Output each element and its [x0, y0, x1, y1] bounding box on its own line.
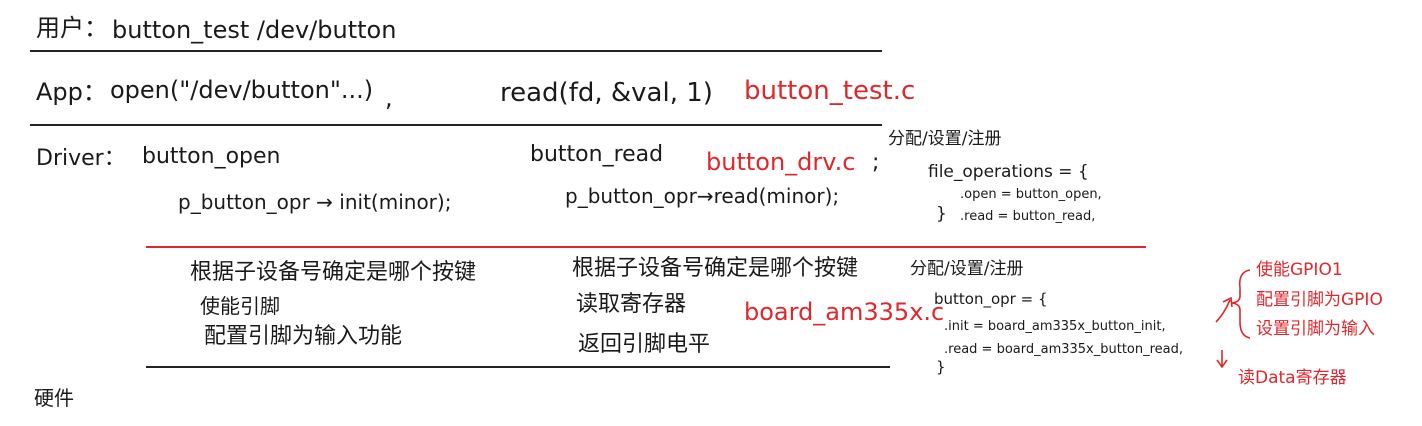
driver-semicolon: ;	[872, 150, 880, 175]
board-init-desc-2: 使能引脚	[200, 294, 280, 318]
board-source-file: board_am335x.c	[744, 298, 945, 326]
init-arrow-head	[1222, 296, 1233, 308]
init-note-3: 设置引脚为输入	[1256, 319, 1375, 339]
board-read-desc-2: 读取寄存器	[576, 292, 687, 317]
board-read-desc-1: 根据子设备号确定是哪个按键	[572, 256, 859, 281]
driver-read-body: p_button_opr→read(minor);	[565, 184, 840, 208]
init-arrow	[1215, 299, 1231, 323]
driver-open-func: button_open	[142, 144, 281, 169]
board-register-title: 分配/设置/注册	[910, 259, 1024, 279]
user-command: button_test /dev/button	[112, 16, 397, 44]
app-label: App：	[36, 78, 107, 106]
fops-close-brace: }	[936, 204, 947, 224]
button-opr-declaration: button_opr = {	[934, 290, 1048, 308]
init-notes-brace	[1231, 269, 1251, 339]
divider-board-hardware	[146, 366, 890, 368]
driver-register-title: 分配/设置/注册	[888, 129, 1002, 149]
init-note-1: 使能GPIO1	[1256, 260, 1343, 280]
hardware-label: 硬件	[34, 386, 74, 410]
board-init-desc-3: 配置引脚为输入功能	[204, 324, 403, 349]
fops-read-field: .read = button_read,	[960, 209, 1096, 224]
driver-source-file: button_drv.c	[706, 148, 856, 176]
button-opr-close-brace: }	[936, 358, 946, 376]
driver-open-body: p_button_opr → init(minor);	[178, 190, 452, 214]
app-comma: ,	[385, 84, 393, 112]
app-open-call: open("/dev/button"...)	[110, 76, 374, 104]
read-arrow-head	[1216, 359, 1228, 369]
app-read-call: read(fd, &val, 1)	[500, 78, 713, 108]
button-opr-init-field: .init = board_am335x_button_init,	[944, 319, 1166, 334]
button-opr-read-field: .read = board_am335x_button_read,	[944, 342, 1184, 357]
board-read-desc-3: 返回引脚电平	[578, 332, 711, 357]
fops-open-field: .open = button_open,	[960, 187, 1102, 202]
user-label: 用户：	[36, 14, 108, 42]
divider-driver-board	[146, 246, 1146, 248]
driver-label: Driver：	[36, 146, 126, 171]
board-init-desc-1: 根据子设备号确定是哪个按键	[190, 260, 477, 285]
app-source-file: button_test.c	[744, 76, 916, 106]
read-note: 读Data寄存器	[1238, 368, 1347, 388]
fops-declaration: file_operations = {	[928, 162, 1089, 182]
driver-read-func: button_read	[530, 142, 664, 167]
divider-user-app	[30, 50, 882, 52]
init-note-2: 配置引脚为GPIO	[1256, 290, 1383, 310]
divider-app-driver	[30, 124, 882, 126]
